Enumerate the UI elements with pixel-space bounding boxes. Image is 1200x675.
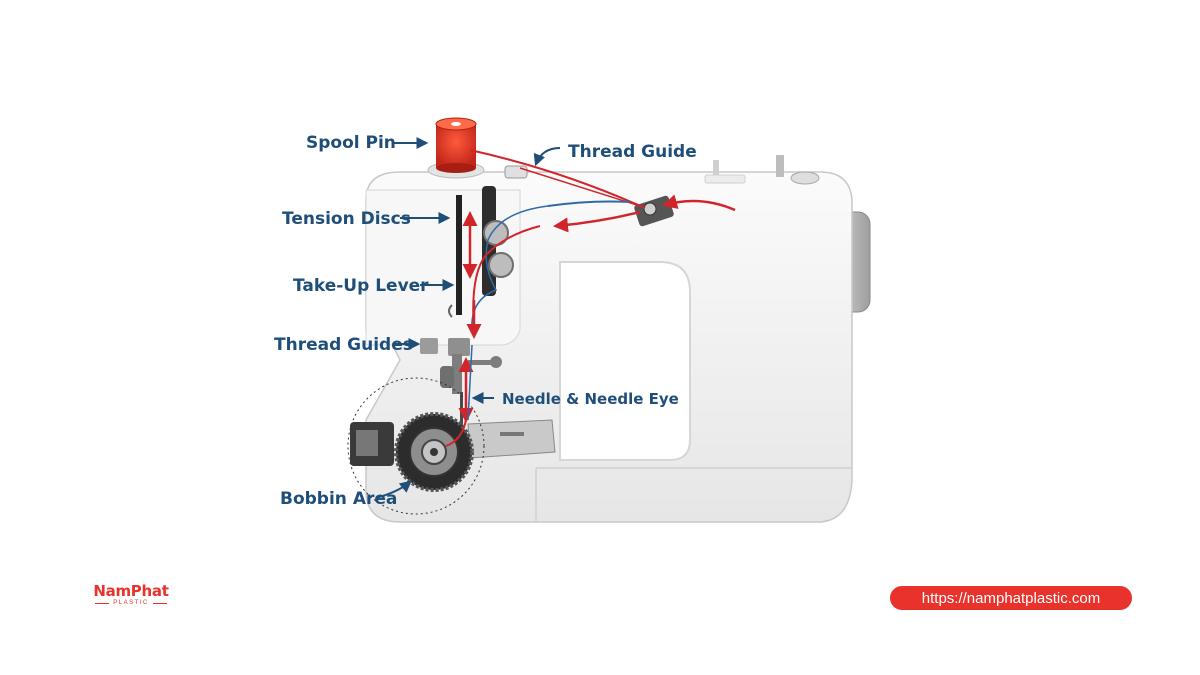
label-thread-guide: Thread Guide <box>568 142 697 162</box>
website-url: https://namphatplastic.com <box>921 589 1101 607</box>
website-url-badge[interactable]: https://namphatplastic.com <box>890 586 1132 610</box>
bobbin-area <box>347 377 485 515</box>
thread-guide-top <box>504 165 528 179</box>
label-take-up-lever: Take-Up Lever <box>293 276 429 296</box>
brand-sub: PLASTIC <box>113 600 149 606</box>
label-spool-pin: Spool Pin <box>306 133 396 153</box>
label-tension-discs: Tension Discs <box>282 209 411 229</box>
label-needle: Needle & Needle Eye <box>502 390 679 408</box>
brand-rule-right <box>152 602 167 604</box>
brand-logo: NamPhat PLASTIC <box>86 583 176 607</box>
take-up-lever-slot <box>456 195 462 315</box>
label-bobbin-area: Bobbin Area <box>280 489 397 509</box>
label-thread-guides: Thread Guides <box>274 335 413 355</box>
leader-arrows <box>375 137 561 499</box>
thread-spool <box>435 117 477 173</box>
stitch-knob <box>790 171 820 185</box>
machine-body <box>347 117 871 523</box>
brand-name: NamPhat <box>93 582 169 600</box>
tension-disc-lower <box>488 252 514 278</box>
brand-rule-left <box>95 602 110 604</box>
thread-path <box>445 149 736 447</box>
